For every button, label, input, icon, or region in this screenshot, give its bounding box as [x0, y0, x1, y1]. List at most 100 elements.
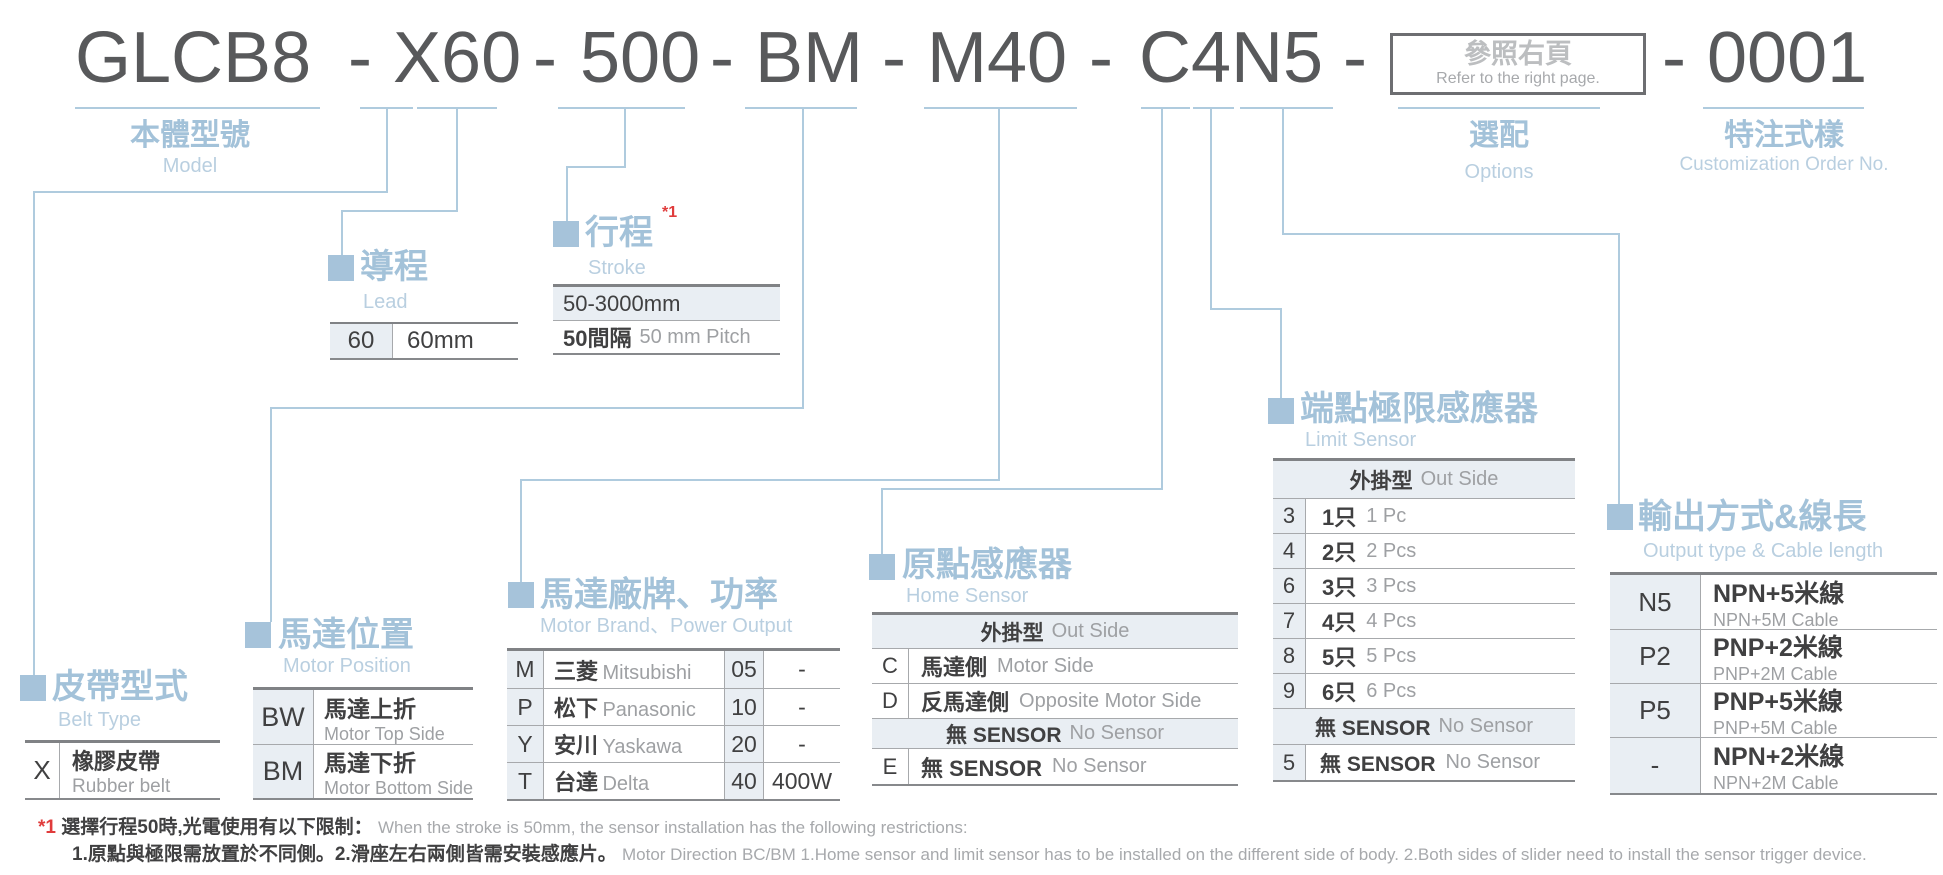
motor-brand-en: Panasonic: [602, 699, 696, 721]
home-sensor-title-zh: 原點感應器: [902, 546, 1072, 584]
output-zh: PNP+5米線: [1713, 688, 1843, 716]
connector-line: [881, 488, 1163, 490]
table-row: Y 安川 Yaskawa 20 -: [507, 725, 840, 762]
connector-line: [881, 488, 883, 554]
lead-desc: 60mm: [407, 327, 474, 354]
footnote-line2-en: Motor Direction BC/BM 1.Home sensor and …: [621, 845, 1867, 864]
table-row: C 馬達側 Motor Side: [872, 648, 1238, 683]
output-zh: PNP+2米線: [1713, 634, 1843, 662]
connector-line: [33, 191, 35, 675]
stroke-range: 50-3000mm: [563, 290, 681, 316]
lead-table: 60 60mm: [330, 322, 518, 360]
table-header-row: 外掛型 Out Side: [1273, 461, 1575, 498]
separator: -: [1343, 18, 1367, 98]
stroke-title-zh: 行程: [585, 214, 653, 252]
motor-position-table: BW 馬達上折 Motor Top Side BM 馬達下折 Motor Bot…: [253, 687, 473, 800]
limit-sensor-code: 6: [1273, 569, 1306, 603]
output-title-zh: 輸出方式&線長: [1638, 498, 1867, 536]
separator: -: [533, 18, 557, 98]
connector-line: [566, 166, 626, 168]
lead-title-en: Lead: [363, 291, 408, 313]
stroke-pitch-en: 50 mm Pitch: [639, 325, 751, 348]
power-code: 10: [724, 689, 764, 725]
motor-brand-title-en: Motor Brand、Power Output: [540, 615, 793, 637]
table-row: X 橡膠皮帶 Rubber belt: [25, 743, 220, 798]
connector-line: [520, 479, 1000, 481]
limit-sensor-en: 5 Pcs: [1366, 644, 1417, 667]
motor-brand-code: Y: [507, 726, 544, 762]
output-en: PNP+5M Cable: [1713, 718, 1838, 738]
motor-position-en: Motor Bottom Side: [324, 778, 474, 798]
table-row: 6 3只 3 Pcs: [1273, 568, 1575, 603]
motor-position-code: BW: [253, 690, 314, 744]
connector-line: [456, 107, 458, 212]
lead-section-marker: [328, 255, 354, 281]
connector-line: [624, 107, 626, 168]
motor-brand-en: Delta: [602, 773, 650, 795]
home-sensor-code: D: [872, 684, 909, 718]
table-band-row: 無 SENSOR No Sensor: [872, 718, 1238, 748]
options-label: 選配 Options: [1399, 118, 1599, 184]
motor-brand-zh: 台達: [554, 770, 599, 795]
underline-model: [75, 107, 320, 109]
limit-sensor-zh: 5只: [1322, 645, 1357, 670]
limit-sensor-table: 外掛型 Out Side 3 1只 1 Pc 4 2只 2 Pcs 6 3只 3…: [1273, 458, 1575, 782]
table-row: 60 60mm: [330, 324, 518, 358]
limit-sensor-code: 5: [1273, 745, 1306, 780]
motor-brand-table: M 三菱 Mitsubishi 05 - P 松下 Panasonic 10 -…: [507, 648, 840, 801]
underline-motor-position: [745, 107, 857, 109]
connector-line: [1282, 107, 1284, 235]
table-row: BW 馬達上折 Motor Top Side: [253, 690, 473, 744]
motor-brand-title-zh: 馬達廠牌、功率: [540, 576, 778, 614]
power-code: 20: [724, 726, 764, 762]
model-label: 本體型號 Model: [85, 118, 295, 178]
limit-sensor-en: 4 Pcs: [1366, 609, 1417, 632]
motor-brand-zh: 三菱: [554, 658, 599, 684]
connector-line: [341, 210, 458, 212]
motor-brand-section-marker: [508, 582, 534, 608]
motor-brand-en: Yaskawa: [602, 736, 683, 758]
motor-position-en: Motor Top Side: [324, 723, 445, 744]
limit-sensor-code: 7: [1273, 604, 1306, 638]
table-row: T 台達 Delta 40 400W: [507, 762, 840, 799]
model-part-sensors: C4N5: [1139, 18, 1324, 98]
power-watt: -: [798, 656, 806, 682]
output-en: NPN+2M Cable: [1713, 773, 1839, 793]
limit-sensor-section-marker: [1268, 398, 1294, 424]
underline-motor-brand: [924, 107, 1077, 109]
motor-brand-code: P: [507, 689, 544, 725]
stroke-title-en: Stroke: [588, 257, 646, 279]
model-part-custom-no: 0001: [1707, 18, 1868, 98]
connector-line: [1282, 233, 1620, 235]
connector-line: [1210, 107, 1212, 310]
limit-sensor-zh: 3只: [1322, 575, 1357, 600]
limit-sensor-code: 8: [1273, 639, 1306, 673]
connector-line: [566, 166, 568, 221]
motor-brand-zh: 松下: [554, 696, 599, 721]
options-box-zh: 參照右頁: [1464, 39, 1572, 70]
motor-position-title-zh: 馬達位置: [278, 616, 414, 654]
lead-title-zh: 導程: [360, 248, 428, 286]
belt-title-zh: 皮帶型式: [52, 668, 188, 706]
motor-brand-en: Mitsubishi: [602, 661, 692, 684]
footnote-line-2: 1.原點與極限需放置於不同側。2.滑座左右兩側皆需安裝感應片。 Motor Di…: [72, 839, 1867, 866]
options-label-zh: 選配: [1469, 119, 1529, 152]
output-code: P5: [1610, 684, 1701, 737]
belt-desc-en: Rubber belt: [72, 775, 171, 797]
home-sensor-section-marker: [869, 554, 895, 580]
limit-sensor-en: 1 Pc: [1366, 504, 1407, 527]
belt-desc-zh: 橡膠皮帶: [72, 748, 161, 774]
table-row: 3 1只 1 Pc: [1273, 498, 1575, 533]
power-watt: -: [798, 730, 806, 757]
motor-position-zh: 馬達下折: [324, 750, 416, 776]
footnote-line1-zh: 選擇行程50時,光電使用有以下限制：: [61, 817, 373, 838]
options-label-en: Options: [1464, 161, 1534, 183]
limit-sensor-title-zh: 端點極限感應器: [1300, 390, 1538, 428]
motor-brand-code: M: [507, 651, 544, 688]
motor-position-title-en: Motor Position: [283, 655, 411, 677]
footnote-line-1: *1 選擇行程50時,光電使用有以下限制： When the stroke is…: [38, 812, 968, 839]
table-row: BM 馬達下折 Motor Bottom Side: [253, 744, 473, 798]
table-row: P2 PNP+2米線 PNP+2M Cable: [1610, 629, 1937, 684]
belt-section-marker: [20, 675, 46, 701]
model-part-motor-brand: M40: [927, 18, 1068, 98]
